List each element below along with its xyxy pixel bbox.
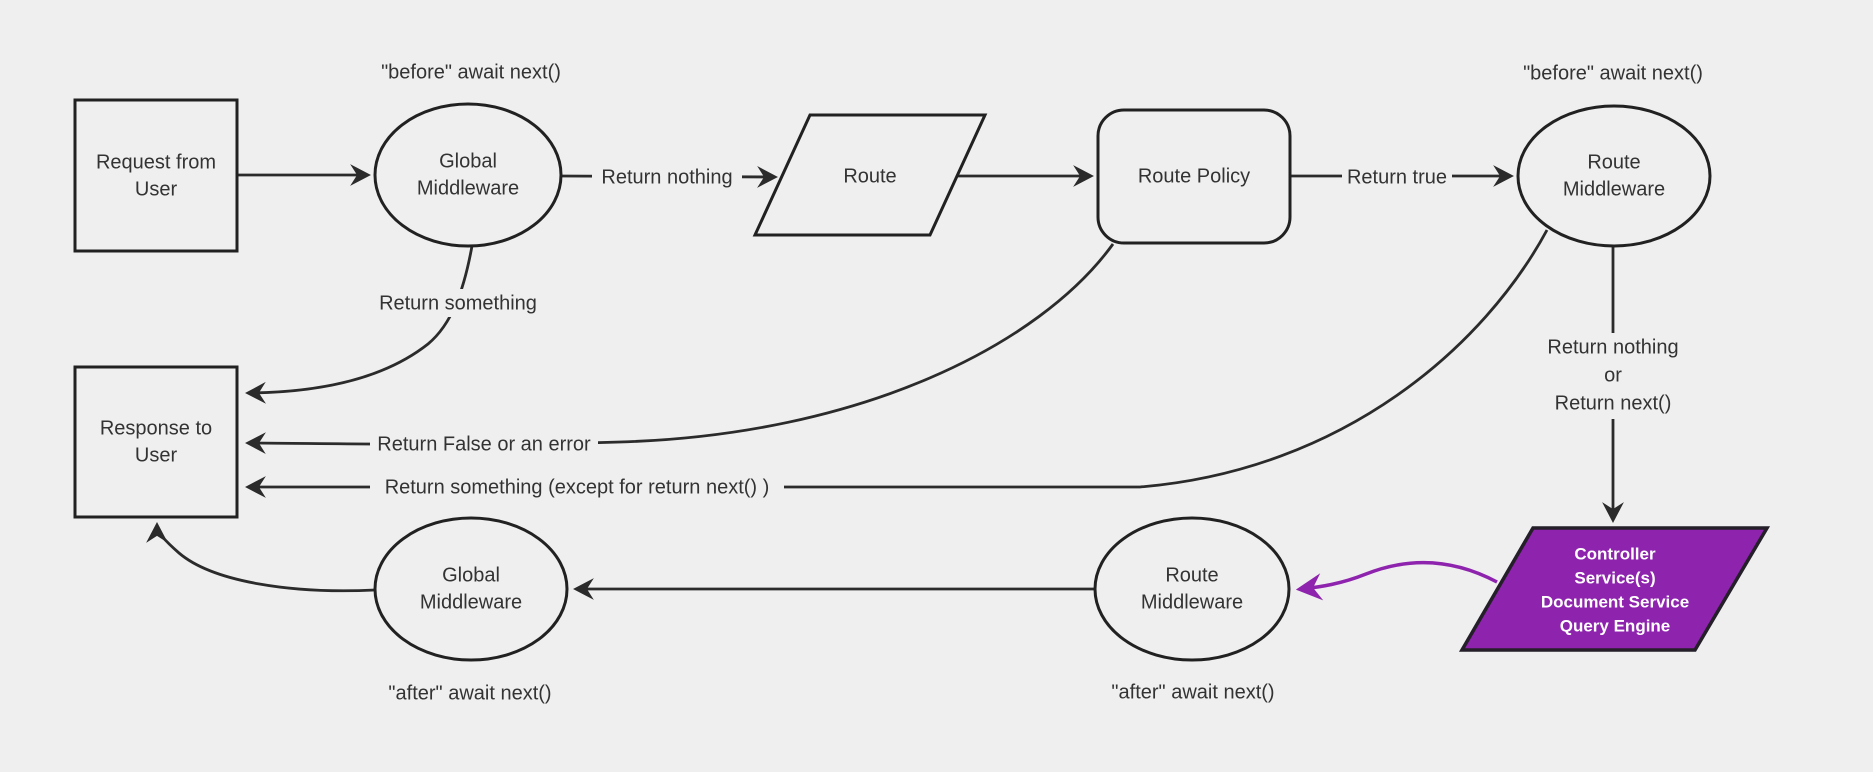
route-middleware-bottom-label-line2: Middleware xyxy=(1141,591,1243,613)
label-return-nothing-or-line3: Return next() xyxy=(1555,392,1672,414)
global-middleware-bottom-label-line1: Global xyxy=(442,564,500,586)
node-global-middleware-bottom: Global Middleware xyxy=(373,516,569,662)
route-middleware-top-label-line2: Middleware xyxy=(1563,178,1665,200)
node-route: Route xyxy=(752,113,988,237)
label-bg-return-something-except xyxy=(370,473,784,501)
edge-route-policy-to-response xyxy=(245,243,1115,455)
controller-label-line3: Document Service xyxy=(1541,592,1689,611)
edge-labels: "before" await next() "before" await nex… xyxy=(370,61,1703,704)
global-middleware-top-label-line1: Global xyxy=(439,150,497,172)
label-before-await-next-left: "before" await next() xyxy=(381,61,561,83)
label-before-await-next-right: "before" await next() xyxy=(1523,62,1703,84)
label-return-something: Return something xyxy=(379,292,537,314)
label-bg-return-nothing xyxy=(592,163,742,191)
label-return-false-or-error: Return False or an error xyxy=(377,433,591,455)
global-middleware-top-shape xyxy=(373,102,563,248)
route-shape xyxy=(752,113,988,237)
route-middleware-top-label-line1: Route xyxy=(1587,151,1640,173)
label-after-await-next-left: "after" await next() xyxy=(388,682,551,704)
request-from-user-label-line1: Request from xyxy=(96,151,216,173)
node-route-policy: Route Policy xyxy=(1096,108,1292,245)
response-to-user-label-line2: User xyxy=(135,444,178,466)
node-request-from-user: Request from User xyxy=(73,98,239,253)
edge-controller-to-route-middleware xyxy=(1295,560,1498,601)
edge-global-middleware-to-response xyxy=(245,245,474,404)
node-route-middleware-bottom: Route Middleware xyxy=(1093,516,1291,662)
label-bg-return-true xyxy=(1342,163,1452,191)
label-bg-return-nothing-or xyxy=(1538,333,1688,419)
label-return-nothing-or-line2: or xyxy=(1604,364,1622,386)
global-middleware-bottom-shape xyxy=(373,516,569,662)
route-policy-shape xyxy=(1096,108,1292,245)
controller-label-line2: Service(s) xyxy=(1574,568,1655,587)
route-policy-label: Route Policy xyxy=(1138,165,1250,187)
node-route-middleware-top: Route Middleware xyxy=(1516,104,1712,248)
edge-route-middleware-to-response xyxy=(245,229,1549,498)
node-controller-services: Controller Service(s) Document Service Q… xyxy=(1458,526,1771,652)
label-bg-return-false xyxy=(370,430,598,458)
response-to-user-shape xyxy=(73,365,239,519)
request-from-user-shape xyxy=(73,98,239,253)
label-after-await-next-right: "after" await next() xyxy=(1111,681,1274,703)
node-global-middleware-top: Global Middleware xyxy=(373,102,563,248)
route-middleware-bottom-shape xyxy=(1093,516,1291,662)
edge-global-middleware-to-response-bottom xyxy=(146,522,376,593)
global-middleware-top-label-line2: Middleware xyxy=(417,177,519,199)
label-return-true: Return true xyxy=(1347,166,1447,188)
node-response-to-user: Response to User xyxy=(73,365,239,519)
request-from-user-label-line2: User xyxy=(135,178,178,200)
controller-label-line4: Query Engine xyxy=(1560,616,1671,635)
route-middleware-top-shape xyxy=(1516,104,1712,248)
label-bg-return-something xyxy=(378,289,540,317)
controller-services-shape xyxy=(1458,526,1771,652)
route-label: Route xyxy=(843,165,896,187)
nodes: Request from User Global Middleware Rout… xyxy=(73,98,1771,662)
label-return-nothing: Return nothing xyxy=(601,166,732,188)
edges xyxy=(146,164,1624,601)
response-to-user-label-line1: Response to xyxy=(100,417,212,439)
global-middleware-bottom-label-line2: Middleware xyxy=(420,591,522,613)
label-return-nothing-or-line1: Return nothing xyxy=(1547,336,1678,358)
label-return-something-except: Return something (except for return next… xyxy=(385,476,770,498)
route-middleware-bottom-label-line1: Route xyxy=(1165,564,1218,586)
controller-label-line1: Controller xyxy=(1574,544,1656,563)
